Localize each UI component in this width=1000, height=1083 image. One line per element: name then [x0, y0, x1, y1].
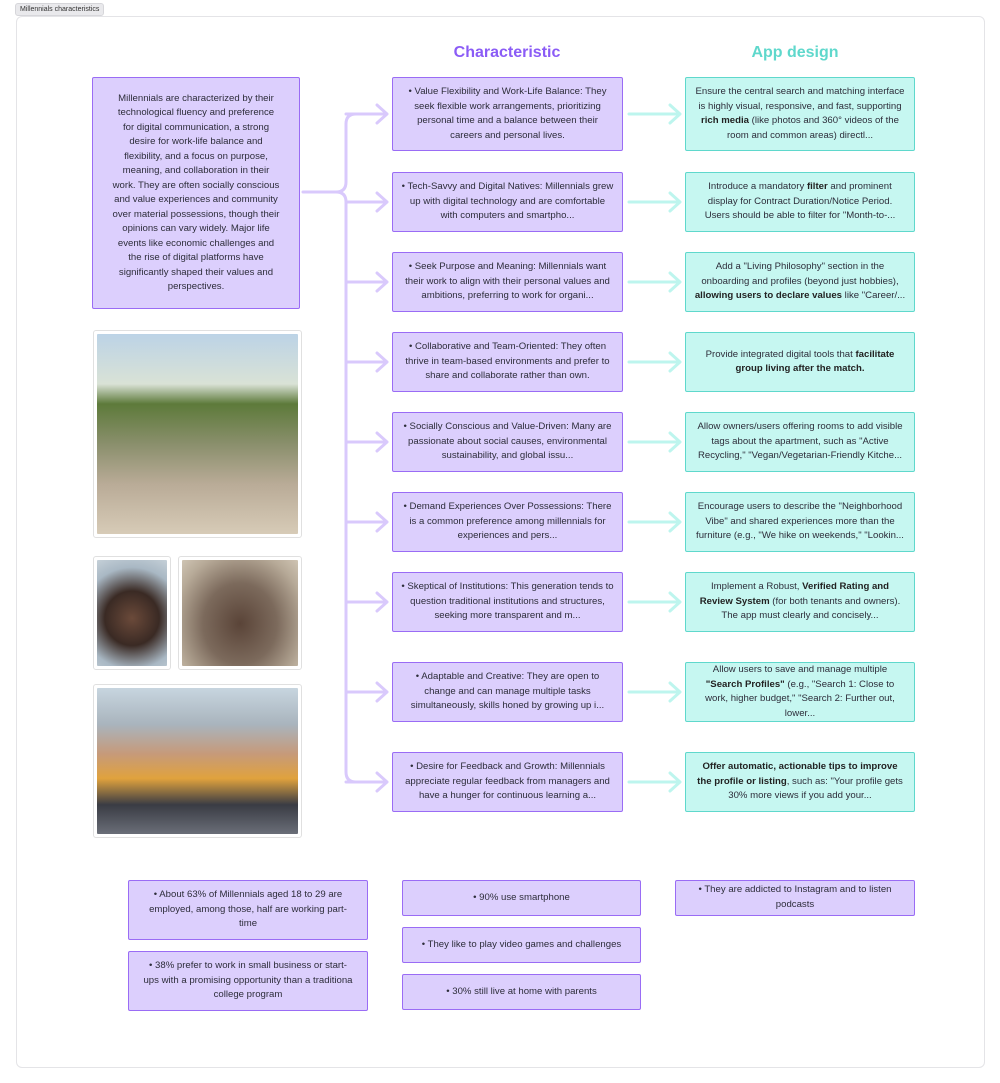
arrow-to-app-design [627, 431, 682, 453]
characteristic-text: • Socially Conscious and Value-Driven: M… [403, 421, 612, 462]
arrow-to-app-design [627, 591, 682, 613]
app-design-text: (for both tenants and owners). The app m… [721, 595, 901, 622]
app-design-bold-text: "Search Profiles" [705, 678, 785, 690]
app-design-card[interactable]: Provide integrated digital tools that fa… [685, 332, 915, 392]
app-design-text: Allow owners/users offering rooms to add… [697, 421, 903, 462]
app-design-card[interactable]: Add a "Living Philosophy" section in the… [685, 252, 915, 312]
arrow-to-characteristic [344, 351, 389, 373]
characteristic-card[interactable]: • Tech-Savvy and Digital Natives: Millen… [392, 172, 623, 232]
app-design-text: Provide integrated digital tools that [705, 348, 856, 360]
arrow-to-app-design [627, 681, 682, 703]
arrow-to-characteristic [344, 771, 389, 793]
intro-text: Millennials are characterized by their t… [112, 92, 280, 293]
app-design-bold-text: Offer automatic, actionable tips to impr… [697, 761, 898, 787]
characteristic-card[interactable]: • Skeptical of Institutions: This genera… [392, 572, 623, 632]
app-design-text: Introduce a mandatory [708, 181, 807, 193]
characteristic-text: • Adaptable and Creative: They are open … [410, 671, 605, 712]
app-design-card[interactable]: Offer automatic, actionable tips to impr… [685, 752, 915, 812]
characteristic-text: • Desire for Feedback and Growth: Millen… [405, 761, 610, 802]
arrow-to-app-design [627, 511, 682, 533]
arrow-to-characteristic [344, 271, 389, 293]
fact-card[interactable]: • 38% prefer to work in small business o… [128, 951, 368, 1011]
characteristic-text: • Value Flexibility and Work-Life Balanc… [408, 86, 607, 141]
arrow-to-characteristic [344, 191, 389, 213]
intro-summary-card[interactable]: Millennials are characterized by their t… [92, 77, 300, 309]
bracket-trunk-upper [301, 112, 358, 194]
fact-card[interactable]: • They like to play video games and chal… [402, 927, 641, 963]
arrow-to-app-design [627, 351, 682, 373]
characteristic-card[interactable]: • Value Flexibility and Work-Life Balanc… [392, 77, 623, 151]
app-design-text: (e.g., "Search 1: Close to work, higher … [705, 678, 895, 719]
photo-image [182, 560, 298, 666]
photo-group-selfie[interactable] [93, 556, 171, 670]
photo-image [97, 688, 298, 834]
arrow-to-characteristic [344, 431, 389, 453]
fact-card[interactable]: • 30% still live at home with parents [402, 974, 641, 1010]
arrow-to-app-design [627, 103, 682, 125]
fact-text: • About 63% of Millennials aged 18 to 29… [149, 889, 347, 930]
fact-card[interactable]: • 90% use smartphone [402, 880, 641, 916]
app-design-card[interactable]: Allow owners/users offering rooms to add… [685, 412, 915, 472]
app-design-text: Allow users to save and manage multiple [712, 664, 888, 675]
app-design-text: Encourage users to describe the "Neighbo… [696, 501, 904, 542]
app-design-bold-text: facilitate group living after the match. [735, 348, 895, 375]
photo-friends-walking[interactable] [93, 330, 302, 538]
app-design-text: (like photos and 360° videos of the room… [726, 115, 899, 141]
characteristic-card[interactable]: • Adaptable and Creative: They are open … [392, 662, 623, 722]
characteristic-card[interactable]: • Demand Experiences Over Possessions: T… [392, 492, 623, 552]
characteristic-text: • Collaborative and Team-Oriented: They … [405, 341, 610, 382]
fact-card[interactable]: • They are addicted to Instagram and to … [675, 880, 915, 916]
arrow-to-characteristic [344, 681, 389, 703]
characteristic-text: • Demand Experiences Over Possessions: T… [403, 501, 612, 542]
arrow-to-app-design [627, 771, 682, 793]
photo-image [97, 334, 298, 534]
characteristic-card[interactable]: • Seek Purpose and Meaning: Millennials … [392, 252, 623, 312]
app-design-card[interactable]: Implement a Robust, Verified Rating and … [685, 572, 915, 632]
app-design-bold-text: Verified Rating and Review System [699, 581, 890, 607]
app-design-bold-text: filter [806, 181, 828, 193]
app-design-text: Ensure the central search and matching i… [695, 86, 905, 112]
characteristic-card[interactable]: • Desire for Feedback and Growth: Millen… [392, 752, 623, 812]
app-design-bold-text: rich media [701, 115, 749, 126]
fact-text: • They like to play video games and chal… [421, 938, 622, 950]
app-design-heading: App design [751, 44, 839, 61]
arrow-to-characteristic [344, 591, 389, 613]
app-design-card[interactable]: Allow users to save and manage multiple … [685, 662, 915, 722]
characteristic-card[interactable]: • Socially Conscious and Value-Driven: M… [392, 412, 623, 472]
fact-text: • They are addicted to Instagram and to … [698, 884, 892, 910]
fact-card[interactable]: • About 63% of Millennials aged 18 to 29… [128, 880, 368, 940]
app-design-text: and prominent display for Contract Durat… [704, 181, 896, 222]
app-design-card[interactable]: Introduce a mandatory filter and promine… [685, 172, 915, 232]
app-design-bold-text: allowing users to declare values [694, 290, 843, 302]
arrow-to-characteristic [344, 511, 389, 533]
arrow-to-characteristic [344, 103, 389, 125]
fact-text: • 90% use smartphone [473, 891, 570, 903]
app-design-card[interactable]: Ensure the central search and matching i… [685, 77, 915, 151]
fact-text: • 38% prefer to work in small business o… [143, 960, 353, 1001]
app-design-card[interactable]: Encourage users to describe the "Neighbo… [685, 492, 915, 552]
arrow-to-app-design [627, 191, 682, 213]
app-design-text: like "Career/... [842, 290, 906, 302]
photo-team-group[interactable] [93, 684, 302, 838]
characteristic-text: • Skeptical of Institutions: This genera… [401, 581, 614, 622]
board-tab-label[interactable]: Millennials characteristics [15, 3, 105, 16]
fact-text: • 30% still live at home with parents [446, 985, 597, 997]
characteristic-card[interactable]: • Collaborative and Team-Oriented: They … [392, 332, 623, 392]
characteristic-text: • Seek Purpose and Meaning: Millennials … [405, 261, 610, 302]
photo-image [97, 560, 167, 666]
app-design-text: , such as: "Your profile gets 30% more v… [728, 775, 903, 802]
characteristic-heading: Characteristic [453, 44, 561, 61]
arrow-to-app-design [627, 271, 682, 293]
app-design-text: Implement a Robust, [710, 581, 803, 593]
photo-men-laughing[interactable] [178, 556, 302, 670]
characteristic-text: • Tech-Savvy and Digital Natives: Millen… [401, 181, 614, 222]
app-design-text: Add a "Living Philosophy" section in the… [701, 261, 899, 287]
